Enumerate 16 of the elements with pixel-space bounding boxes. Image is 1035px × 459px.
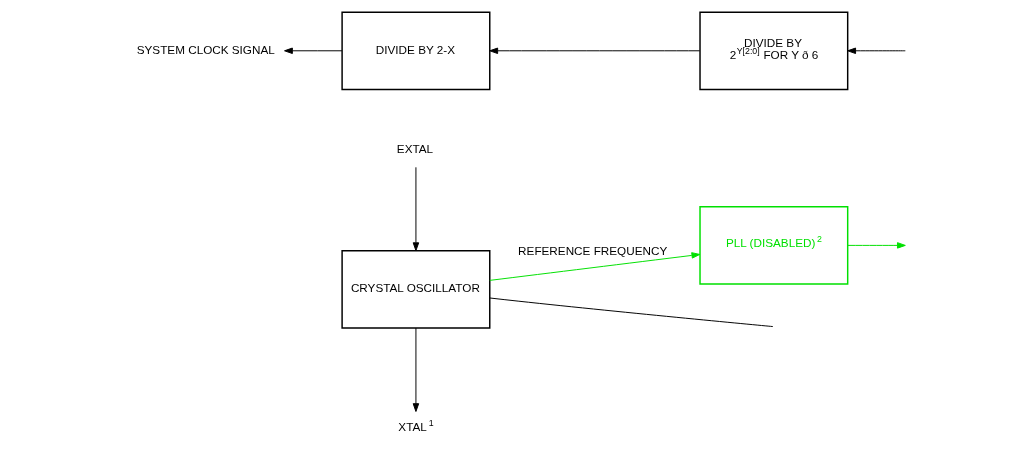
node-text: EXTAL: [396, 141, 434, 155]
node-text: SYSTEM CLOCK SIGNAL: [136, 42, 275, 56]
node-box: DIVIDE BY 2$^{Y[2:0]}$ FOR Y ð 6: [699, 11, 849, 91]
arrow: [284, 47, 343, 54]
arrow: [489, 252, 701, 281]
arrow: [847, 47, 906, 54]
node-text: XTAL$^{1}$: [398, 418, 434, 434]
node-box: CRYSTAL OSCILLATOR: [341, 250, 491, 329]
node-box: DIVIDE BY 2-X: [341, 11, 491, 91]
arrow: [489, 47, 701, 54]
node-box: PLL (DISABLED)$^{2}$: [699, 206, 849, 285]
arrow: [412, 166, 420, 252]
arrow: [412, 327, 420, 412]
connector: [489, 297, 774, 328]
edge-label: REFERENCE FREQUENCY: [518, 243, 668, 257]
arrow: [847, 242, 906, 249]
